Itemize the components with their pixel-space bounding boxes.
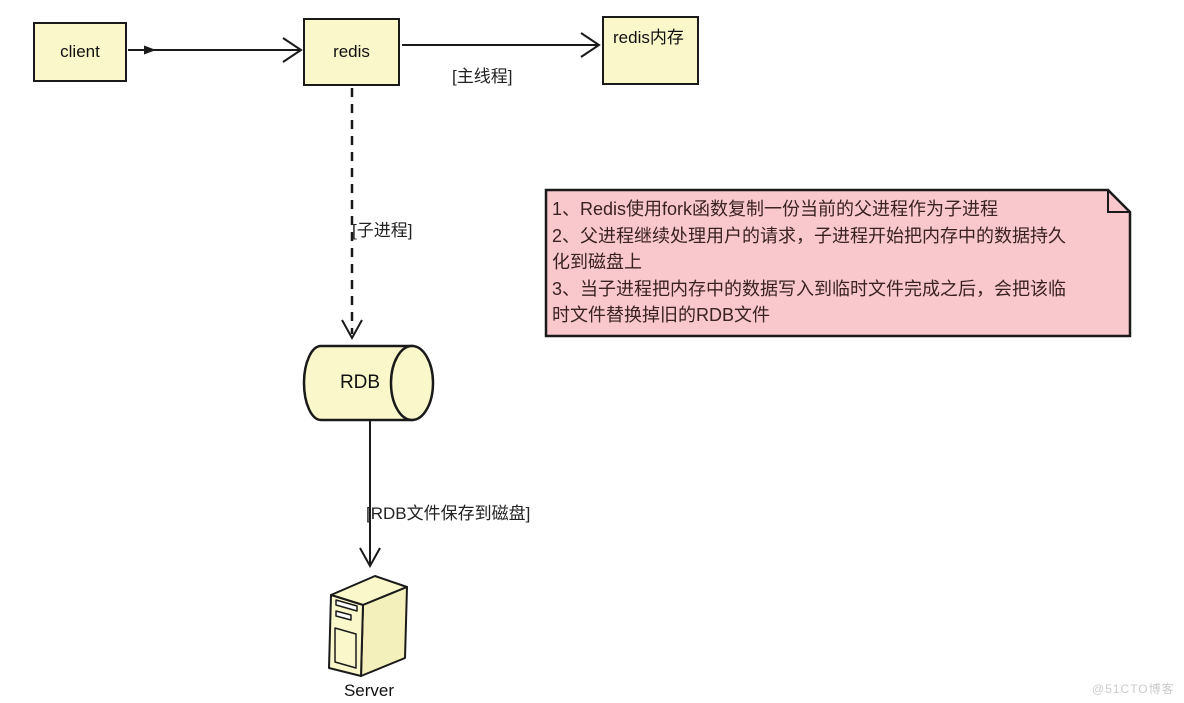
note-line: 3、当子进程把内存中的数据写入到临时文件完成之后，会把该临	[552, 278, 1067, 299]
server-tower-icon	[328, 575, 408, 677]
node-redis: redis	[303, 18, 400, 86]
node-client-label: client	[60, 42, 100, 61]
edge-label-child-process: [子进程]	[352, 221, 413, 240]
edge-label-main-thread: [主线程]	[452, 67, 513, 86]
edge-client-to-redis-arrow	[128, 37, 303, 63]
edge-redis-to-memory-arrow	[402, 32, 601, 58]
node-redis-memory-label: redis内存	[613, 28, 684, 47]
note-line: 2、父进程继续处理用户的请求，子进程开始把内存中的数据持久	[552, 225, 1067, 246]
node-client: client	[33, 22, 127, 82]
node-redis-memory: redis内存	[602, 16, 699, 85]
note-line: 1、Redis使用fork函数复制一份当前的父进程作为子进程	[552, 199, 999, 219]
node-redis-label: redis	[333, 42, 370, 61]
note-text: 1、Redis使用fork函数复制一份当前的父进程作为子进程 2、父进程继续处理…	[552, 196, 1124, 329]
watermark: @51CTO博客	[1092, 682, 1175, 696]
note-line: 化到磁盘上	[552, 252, 642, 272]
server-label: Server	[343, 681, 395, 700]
edge-label-rdb-save: [RDB文件保存到磁盘]	[366, 504, 531, 523]
edge-rdb-to-server-arrow	[359, 421, 381, 569]
rdb-cylinder-icon	[302, 344, 435, 422]
edge-redis-to-rdb-dashed-arrow	[341, 88, 363, 341]
rdb-cylinder-label: RDB	[339, 372, 381, 393]
note-shape	[544, 188, 1132, 338]
note-line: 时文件替换掉旧的RDB文件	[552, 305, 771, 325]
